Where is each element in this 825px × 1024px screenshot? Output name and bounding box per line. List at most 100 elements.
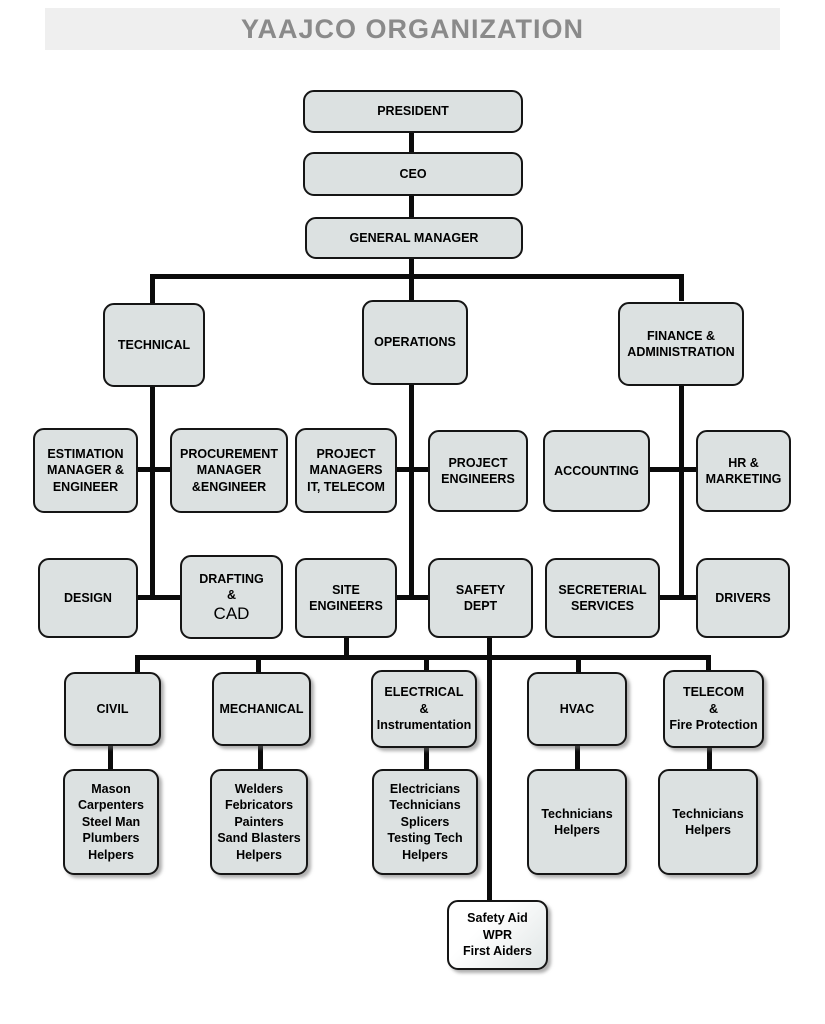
node-procurement-manager: PROCUREMENT MANAGER &ENGINEER bbox=[170, 428, 288, 513]
node-label: ACCOUNTING bbox=[554, 463, 639, 478]
connector-civil-crew bbox=[108, 744, 113, 770]
node-label: Testing Tech bbox=[387, 831, 463, 846]
node-safety-aid: Safety Aid WPR First Aiders bbox=[447, 900, 548, 970]
stub-accounting-hr bbox=[648, 467, 698, 472]
node-project-managers: PROJECT MANAGERS IT, TELECOM bbox=[295, 428, 397, 513]
connector-bar-electrical bbox=[424, 658, 429, 672]
node-label: DEPT bbox=[463, 599, 498, 613]
node-label: Helpers bbox=[554, 823, 600, 837]
node-label: WPR bbox=[482, 927, 513, 942]
connector-safety-line bbox=[487, 636, 492, 902]
stub-design-drafting bbox=[136, 595, 182, 600]
connector-bar-finance bbox=[679, 274, 684, 301]
node-label: ELECTRICAL bbox=[384, 685, 464, 700]
node-site-engineers: SITE ENGINEERS bbox=[295, 558, 397, 638]
node-mechanical: MECHANICAL bbox=[212, 672, 311, 746]
node-label: Welders bbox=[234, 781, 284, 796]
connector-electrical-crew bbox=[424, 746, 429, 770]
node-label: ADMINISTRATION bbox=[627, 345, 735, 359]
node-label: Splicers bbox=[400, 814, 450, 829]
node-hvac-crew: Technicians Helpers bbox=[527, 769, 627, 875]
node-label: Mason bbox=[91, 781, 131, 796]
trunk-finance bbox=[679, 382, 684, 599]
node-design: DESIGN bbox=[38, 558, 138, 638]
page-title: YAAJCO ORGANIZATION bbox=[240, 13, 585, 44]
node-label: Instrumentation bbox=[376, 718, 472, 733]
node-civil-crew: Mason Carpenters Steel Man Plumbers Help… bbox=[63, 769, 159, 875]
connector-bar-civil bbox=[135, 658, 140, 673]
node-label: CAD bbox=[213, 603, 250, 623]
node-label: CIVIL bbox=[96, 701, 129, 716]
node-accounting: ACCOUNTING bbox=[543, 430, 650, 512]
title-bar: YAAJCO ORGANIZATION bbox=[45, 8, 780, 50]
connector-mechanical-crew bbox=[258, 744, 263, 770]
node-label: IT, TELECOM bbox=[307, 479, 385, 494]
node-president: PRESIDENT bbox=[303, 90, 523, 133]
connector-trades-bar bbox=[135, 655, 711, 660]
node-label: ESTIMATION bbox=[47, 446, 124, 461]
node-label: HVAC bbox=[559, 701, 595, 716]
node-label: FINANCE & bbox=[646, 328, 716, 343]
node-label: Painters bbox=[234, 814, 284, 829]
node-estimation-manager: ESTIMATION MANAGER & ENGINEER bbox=[33, 428, 138, 513]
connector-bar-operations bbox=[409, 274, 414, 301]
node-secreterial-services: SECRETERIAL SERVICES bbox=[545, 558, 660, 638]
node-label: PROJECT bbox=[448, 455, 508, 470]
node-label: Plumbers bbox=[82, 831, 140, 846]
connector-bar-mechanical bbox=[256, 658, 261, 673]
node-label: Febricators bbox=[224, 798, 294, 813]
node-label: HR & bbox=[728, 455, 759, 470]
node-label: SECRETERIAL bbox=[558, 582, 647, 597]
node-label: MANAGERS bbox=[309, 463, 383, 478]
node-operations: OPERATIONS bbox=[362, 300, 468, 385]
node-label: ENGINEERS bbox=[309, 599, 383, 613]
node-label: PROJECT bbox=[316, 446, 376, 461]
node-label: Electricians bbox=[389, 781, 461, 796]
trunk-technical bbox=[150, 385, 155, 599]
connector-ceo-gm bbox=[409, 196, 414, 217]
connector-hvac-crew bbox=[575, 744, 580, 770]
node-label: First Aiders bbox=[462, 944, 532, 959]
node-label: Helpers bbox=[402, 847, 448, 862]
node-label: Steel Man bbox=[81, 814, 141, 829]
node-label: TELECOM bbox=[682, 685, 745, 700]
node-label: Helpers bbox=[236, 847, 282, 862]
stub-projmanagers-projengineers bbox=[395, 467, 431, 472]
node-label: SAFETY bbox=[455, 582, 506, 597]
connector-siteeng-down bbox=[344, 636, 349, 657]
node-project-engineers: PROJECT ENGINEERS bbox=[428, 430, 528, 512]
node-civil: CIVIL bbox=[64, 672, 161, 746]
node-electrical-crew: Electricians Technicians Splicers Testin… bbox=[372, 769, 478, 875]
node-label: MANAGER bbox=[196, 463, 262, 478]
node-label: CEO bbox=[399, 166, 427, 181]
node-label: ENGINEERS bbox=[441, 472, 515, 486]
node-label: Technicians bbox=[672, 806, 744, 821]
node-label: OPERATIONS bbox=[374, 335, 456, 350]
stub-siteeng-safety bbox=[395, 595, 431, 600]
node-ceo: CEO bbox=[303, 152, 523, 196]
stub-secreterial-drivers bbox=[658, 595, 698, 600]
node-hvac: HVAC bbox=[527, 672, 627, 746]
stub-estimation-procurement bbox=[136, 467, 172, 472]
node-drivers: DRIVERS bbox=[696, 558, 790, 638]
node-hr-marketing: HR & MARKETING bbox=[696, 430, 791, 512]
node-label: ENGINEER bbox=[52, 479, 119, 494]
node-general-manager: GENERAL MANAGER bbox=[305, 217, 523, 259]
connector-gm-down bbox=[409, 259, 414, 276]
node-label: PROCUREMENT bbox=[180, 446, 278, 461]
node-label: Technicians bbox=[541, 806, 613, 821]
node-label: SERVICES bbox=[571, 599, 634, 613]
node-label: &ENGINEER bbox=[191, 479, 267, 494]
node-label: DRAFTING bbox=[199, 571, 264, 586]
node-label: TECHNICAL bbox=[117, 337, 191, 352]
node-label: MECHANICAL bbox=[219, 701, 304, 716]
node-label: GENERAL MANAGER bbox=[349, 230, 479, 245]
node-mechanical-crew: Welders Febricators Painters Sand Blaste… bbox=[210, 769, 308, 875]
node-label: Technicians bbox=[389, 798, 461, 813]
node-label: & bbox=[708, 701, 719, 716]
node-label: MARKETING bbox=[705, 472, 782, 486]
node-label: DRIVERS bbox=[715, 590, 771, 605]
node-label: Sand Blasters bbox=[217, 831, 301, 846]
node-label: Helpers bbox=[685, 823, 731, 837]
